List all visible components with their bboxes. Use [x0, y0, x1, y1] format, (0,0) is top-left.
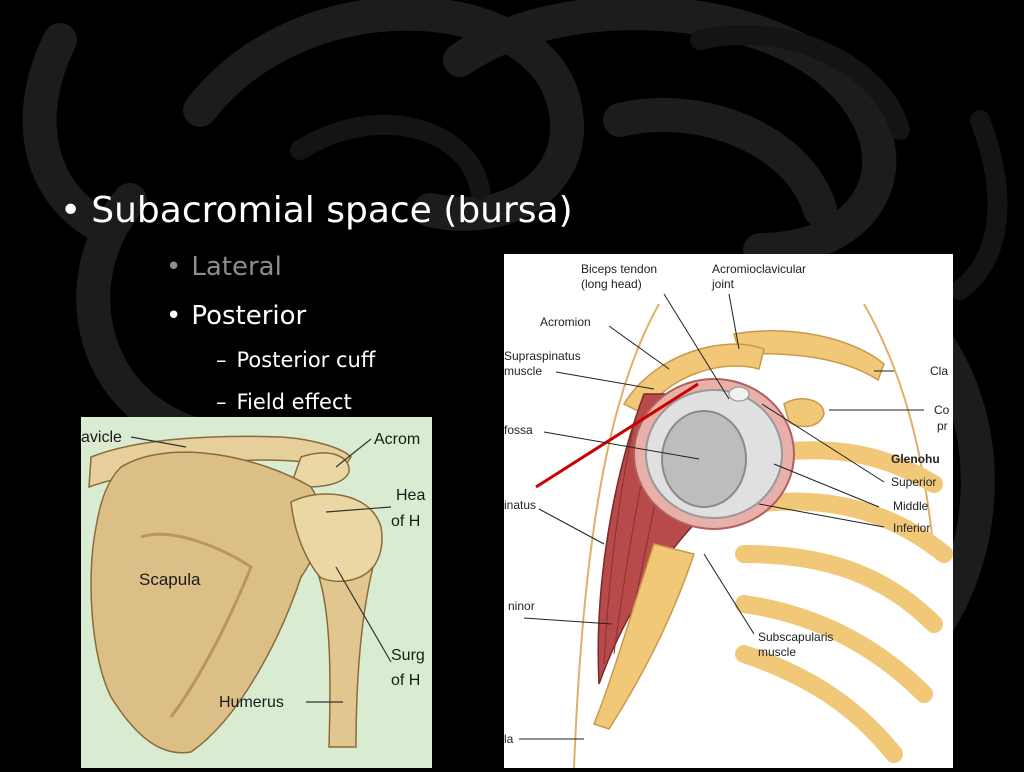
label-biceps-line2: (long head)	[581, 277, 642, 291]
label-superior: Superior	[891, 475, 936, 489]
bullet-marker: •	[60, 190, 82, 231]
label-middle: Middle	[893, 499, 929, 513]
bullet-level-3: –Posterior cuff	[216, 348, 375, 372]
bullet-text: Field effect	[236, 390, 352, 414]
label-bottom: la	[504, 732, 514, 746]
label-acromion: Acrom	[374, 431, 420, 448]
label-humerus: Humerus	[219, 694, 284, 711]
bullet-text: Posterior	[191, 301, 307, 331]
dash-marker: –	[216, 348, 227, 372]
label-subscapularis-line1: Subscapularis	[758, 630, 833, 644]
label-subscapularis-line2: muscle	[758, 645, 796, 659]
label-head-of-humerus-line1: Hea	[396, 487, 425, 504]
bullet-text: Lateral	[191, 252, 282, 282]
label-acromioclavicular-line2: joint	[711, 277, 735, 291]
label-infraspinatus: inatus	[504, 498, 536, 512]
label-biceps-line1: Biceps tendon	[581, 262, 657, 276]
bullet-marker: •	[166, 301, 182, 331]
dash-marker: –	[216, 390, 227, 414]
label-head-of-humerus-line2: of H	[391, 513, 420, 530]
bullet-marker: •	[166, 252, 182, 282]
label-glenohumeral: Glenohu	[891, 452, 940, 466]
label-clavicle: avicle	[81, 429, 122, 446]
label-acromioclavicular-line1: Acromioclavicular	[712, 262, 806, 276]
shoulder-bones-figure: avicle Acrom Hea of H Scapula Surg of H …	[81, 417, 432, 768]
bullet-level-2: • Lateral	[166, 252, 282, 282]
shoulder-bones-illustration: avicle Acrom Hea of H Scapula Surg of H …	[81, 417, 432, 768]
bullet-text: Subacromial space (bursa)	[91, 190, 573, 231]
label-coracoid-line1: Co	[934, 403, 950, 417]
bullet-level-2: • Posterior	[166, 301, 306, 331]
label-surgical-neck-line1: Surg	[391, 647, 425, 664]
glenoid-illustration: Biceps tendon (long head) Acromioclavicu…	[504, 254, 953, 769]
label-acromion: Acromion	[540, 315, 591, 329]
label-scapula: Scapula	[139, 570, 201, 589]
label-supraspinatus-line2: muscle	[504, 364, 542, 378]
label-coracoid-line2: pr	[937, 419, 948, 433]
bullet-list: •Subacromial space (bursa) •Lateral •Pos…	[60, 190, 573, 414]
label-teres-minor: ninor	[508, 599, 535, 613]
label-inferior: Inferior	[893, 521, 930, 535]
red-pointer-line	[535, 382, 699, 489]
label-fossa: fossa	[504, 423, 533, 437]
glenoid-cross-section-figure: Biceps tendon (long head) Acromioclavicu…	[504, 254, 953, 769]
bullet-level-1: •Subacromial space (bursa)	[60, 190, 573, 231]
label-surgical-neck-line2: of H	[391, 672, 420, 689]
label-supraspinatus-line1: Supraspinatus	[504, 349, 581, 363]
bullet-text: Posterior cuff	[236, 348, 376, 372]
label-clavicle: Cla	[930, 364, 948, 378]
bullet-level-3: –Field effect	[216, 390, 352, 414]
